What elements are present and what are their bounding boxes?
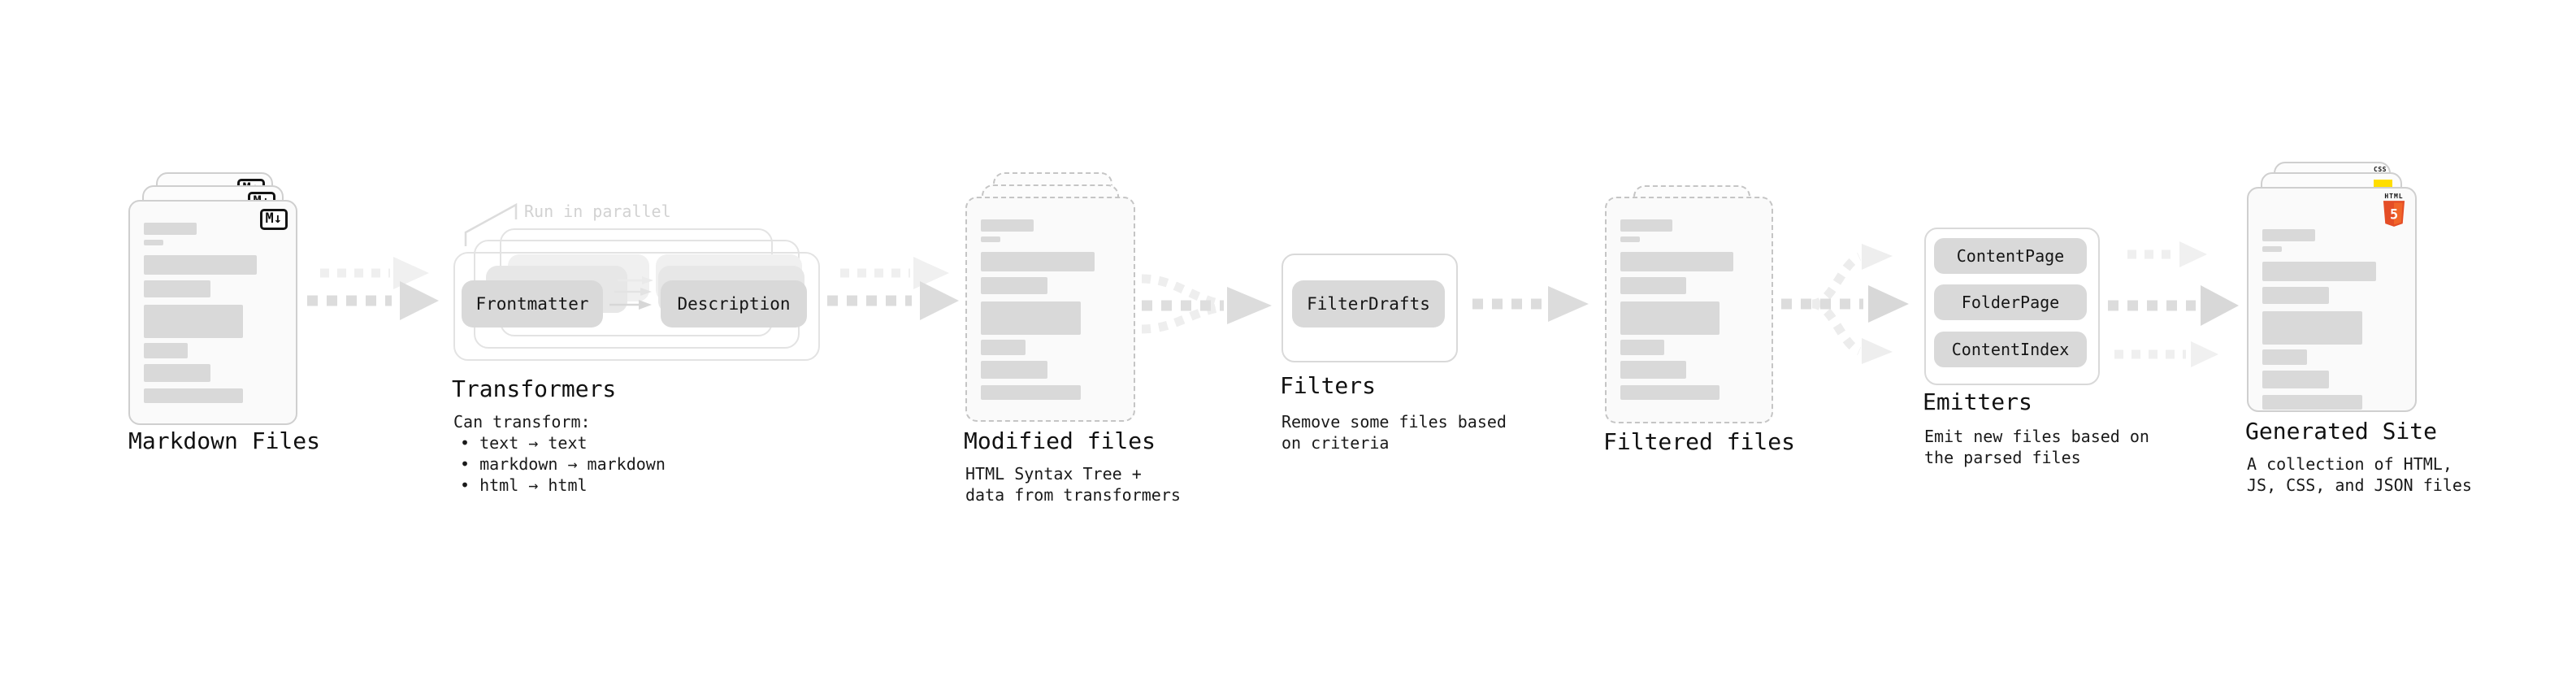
light-arrow	[2127, 241, 2207, 267]
transformers-caption: Can transform:	[453, 412, 591, 432]
content-bar	[981, 252, 1095, 271]
main-arrow	[307, 281, 439, 320]
transformers-bullet-list: • text → text • markdown → markdown • ht…	[460, 432, 666, 496]
stage-title-modified-files: Modified files	[964, 427, 1156, 454]
transform-arrows-icon	[609, 276, 653, 310]
content-bar	[2262, 371, 2330, 388]
annotation-leader-line	[464, 202, 518, 246]
contentindex-pill: ContentIndex	[1934, 332, 2087, 367]
content-bar	[2262, 349, 2307, 365]
bullet-item: • text → text	[460, 433, 588, 453]
content-bar	[2262, 229, 2315, 241]
content-bar	[1620, 301, 1720, 335]
css-badge-label: CSS	[2374, 166, 2387, 173]
content-bar	[144, 364, 210, 382]
stage-title-filtered-files: Filtered files	[1603, 428, 1796, 455]
content-bar	[2262, 287, 2330, 304]
contentpage-pill: ContentPage	[1934, 238, 2087, 274]
bullet-item: • html → html	[460, 475, 588, 495]
merge-arrow-icon	[1141, 274, 1272, 334]
stage-title-emitters: Emitters	[1923, 388, 2032, 415]
content-bar	[144, 343, 189, 358]
js-icon	[2374, 180, 2392, 189]
stage-title-markdown-files: Markdown Files	[128, 427, 321, 454]
main-arrow	[2108, 285, 2239, 326]
content-bar	[2262, 262, 2377, 281]
fanout-arrow-icon	[1781, 244, 1909, 364]
content-bar	[144, 388, 244, 403]
ghost-arrow	[320, 257, 429, 289]
bullet-item: • markdown → markdown	[460, 454, 666, 474]
content-bar	[1620, 236, 1640, 242]
content-bar	[2262, 311, 2363, 345]
content-bar	[144, 255, 258, 275]
document-content-placeholder	[2262, 229, 2401, 410]
markdown-file-card-front: M↓	[128, 200, 297, 425]
parallel-arrows-icon	[2108, 241, 2239, 367]
content-bar	[1620, 219, 1673, 232]
emitters-caption: Emit new files based on the parsed files	[1924, 427, 2149, 467]
content-bar	[981, 236, 1000, 242]
content-bar	[981, 301, 1082, 335]
svg-text:5: 5	[2390, 206, 2398, 223]
content-bar	[981, 340, 1026, 355]
content-bar	[981, 385, 1082, 400]
stage-title-generated-site: Generated Site	[2245, 418, 2438, 445]
run-in-parallel-annotation: Run in parallel	[524, 202, 671, 221]
filtered-file-card-front	[1605, 197, 1773, 423]
flow-arrow-icon	[1472, 286, 1589, 322]
document-content-placeholder	[1620, 219, 1758, 400]
flow-arrow-icon	[827, 257, 959, 320]
content-bar	[144, 240, 163, 245]
content-bar	[981, 219, 1034, 232]
modified-files-caption: HTML Syntax Tree + data from transformer…	[965, 464, 1181, 505]
filters-caption: Remove some files based on criteria	[1281, 412, 1507, 453]
frontmatter-pill: Frontmatter	[462, 280, 603, 327]
html-file-card-front: HTML 5	[2247, 187, 2417, 412]
content-bar	[981, 361, 1048, 379]
folderpage-pill: FolderPage	[1934, 284, 2087, 320]
flow-arrow-icon	[307, 257, 439, 320]
content-bar	[1620, 361, 1687, 379]
transformer-layer-box-front	[453, 252, 820, 361]
stage-title-filters: Filters	[1280, 372, 1377, 399]
filterdrafts-pill: FilterDrafts	[1292, 280, 1445, 327]
content-bar	[1620, 252, 1733, 271]
content-bar	[1620, 385, 1720, 400]
html5-badge-label: HTML	[2384, 193, 2404, 200]
content-bar	[144, 305, 244, 338]
content-bar	[2262, 246, 2282, 252]
modified-file-card-front	[965, 197, 1135, 422]
content-bar	[1620, 340, 1665, 355]
html5-icon: HTML 5	[2381, 193, 2407, 227]
description-pill: Description	[661, 280, 807, 327]
content-bar	[1620, 277, 1687, 294]
content-bar	[981, 277, 1048, 294]
light-arrow	[2114, 341, 2218, 367]
markdown-icon: M↓	[259, 209, 288, 230]
html5-shield: 5	[2383, 201, 2405, 227]
ghost-arrow	[840, 257, 949, 289]
main-arrow	[827, 281, 959, 320]
content-bar	[144, 223, 197, 235]
content-bar	[144, 280, 210, 297]
content-bar	[2262, 395, 2363, 410]
document-content-placeholder	[981, 219, 1120, 400]
generated-site-caption: A collection of HTML, JS, CSS, and JSON …	[2247, 454, 2472, 495]
document-content-placeholder	[144, 223, 282, 403]
stage-title-transformers: Transformers	[452, 375, 617, 402]
